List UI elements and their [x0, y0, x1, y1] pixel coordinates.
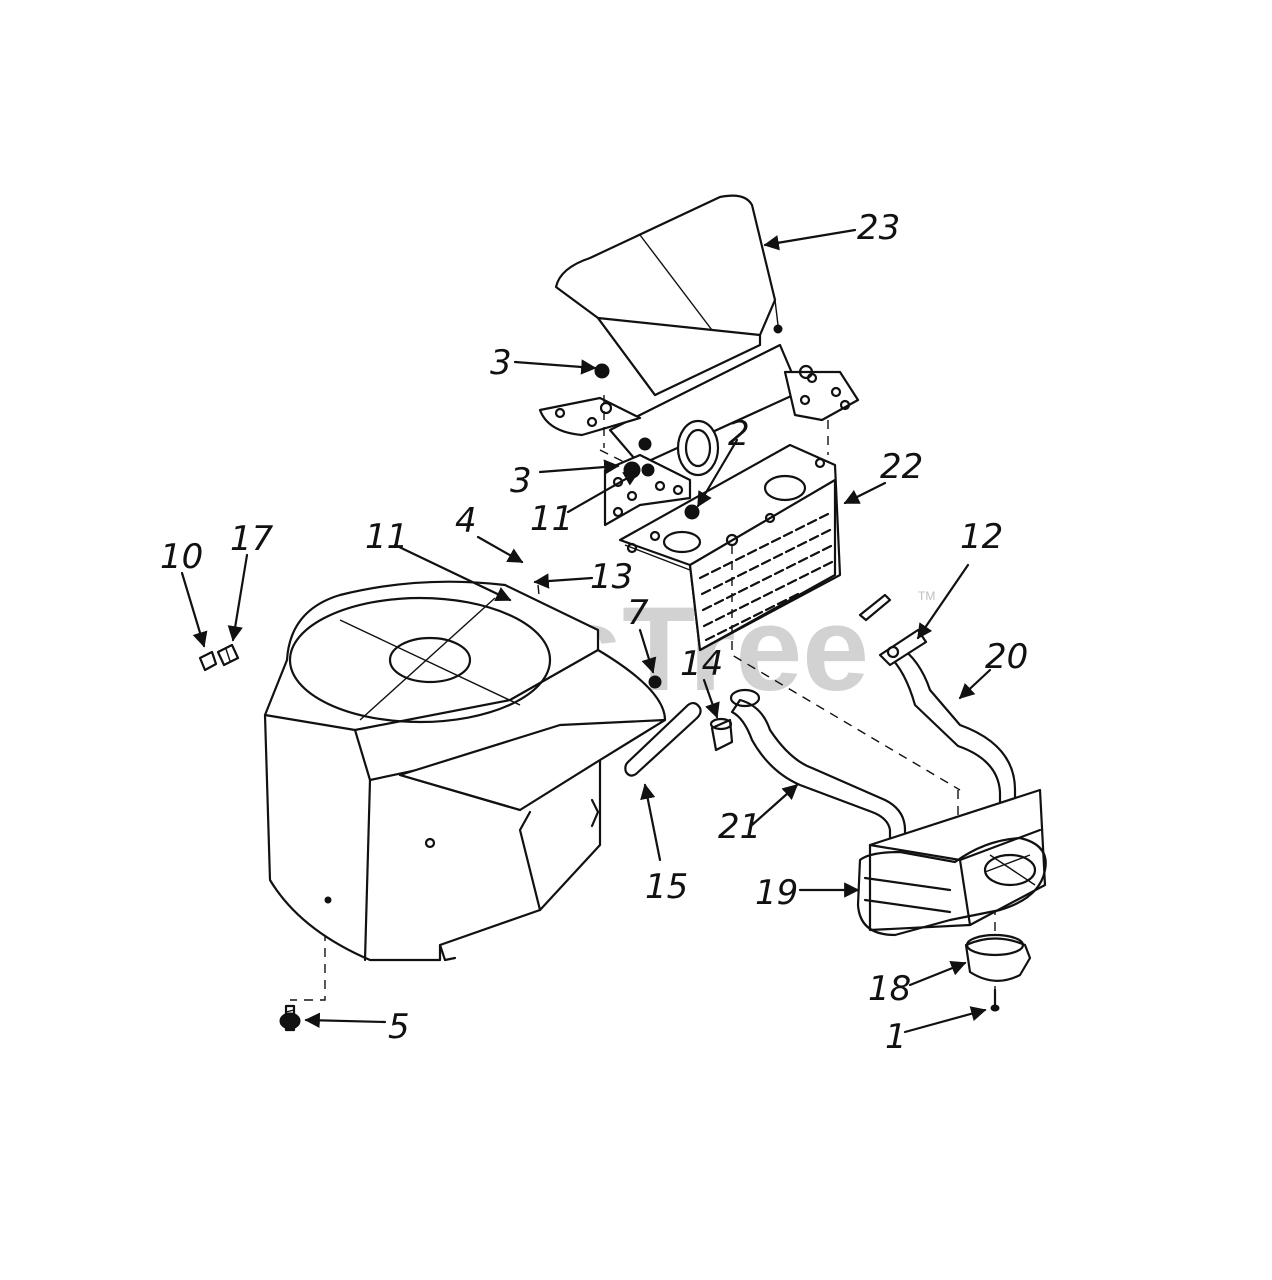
- callout-2: 2: [728, 414, 750, 454]
- callout-3-upper: 3: [490, 343, 512, 383]
- callout-10: 10: [160, 537, 203, 577]
- callout-14: 14: [680, 644, 723, 684]
- part-12-gasket: [858, 593, 928, 667]
- callout-5: 5: [388, 1007, 410, 1047]
- callout-22: 22: [880, 447, 923, 487]
- callout-21: 21: [718, 807, 761, 847]
- part-23-deflector: [554, 194, 783, 397]
- callout-20: 20: [985, 637, 1028, 677]
- part-5-bolt: [279, 1004, 301, 1032]
- part-10-17-fittings: [198, 643, 240, 672]
- part-1-screw: [990, 988, 1000, 1012]
- callout-7: 7: [627, 593, 649, 633]
- callout-18: 18: [868, 969, 911, 1009]
- watermark-trademark: TM: [918, 589, 935, 603]
- vent-slots: [698, 512, 834, 642]
- callout-23: 23: [857, 208, 900, 248]
- part-blower-housing: [263, 580, 667, 962]
- callout-19: 19: [755, 873, 798, 913]
- leader-arrows: [180, 228, 992, 1034]
- part-14-bushing: [709, 717, 734, 752]
- callout-4: 4: [455, 501, 477, 541]
- callout-labels: 23 3 3 11 2 22 11 4 13 10 17 7 14 15 21 …: [160, 208, 1028, 1057]
- callout-12: 12: [960, 517, 1003, 557]
- part-19-muffler: [856, 788, 1047, 937]
- callout-15: 15: [645, 867, 688, 907]
- callout-11-housing: 11: [365, 517, 408, 557]
- callout-17: 17: [230, 519, 274, 559]
- part-bracket-upper: [538, 343, 860, 477]
- part-22-heat-shield: [618, 443, 842, 652]
- callout-13: 13: [590, 557, 633, 597]
- part-15-tube: [624, 701, 702, 777]
- part-18-outlet: [964, 933, 1032, 982]
- callout-1: 1: [885, 1017, 907, 1057]
- callout-3-lower: 3: [510, 461, 532, 501]
- callout-11-bracket: 11: [530, 499, 573, 539]
